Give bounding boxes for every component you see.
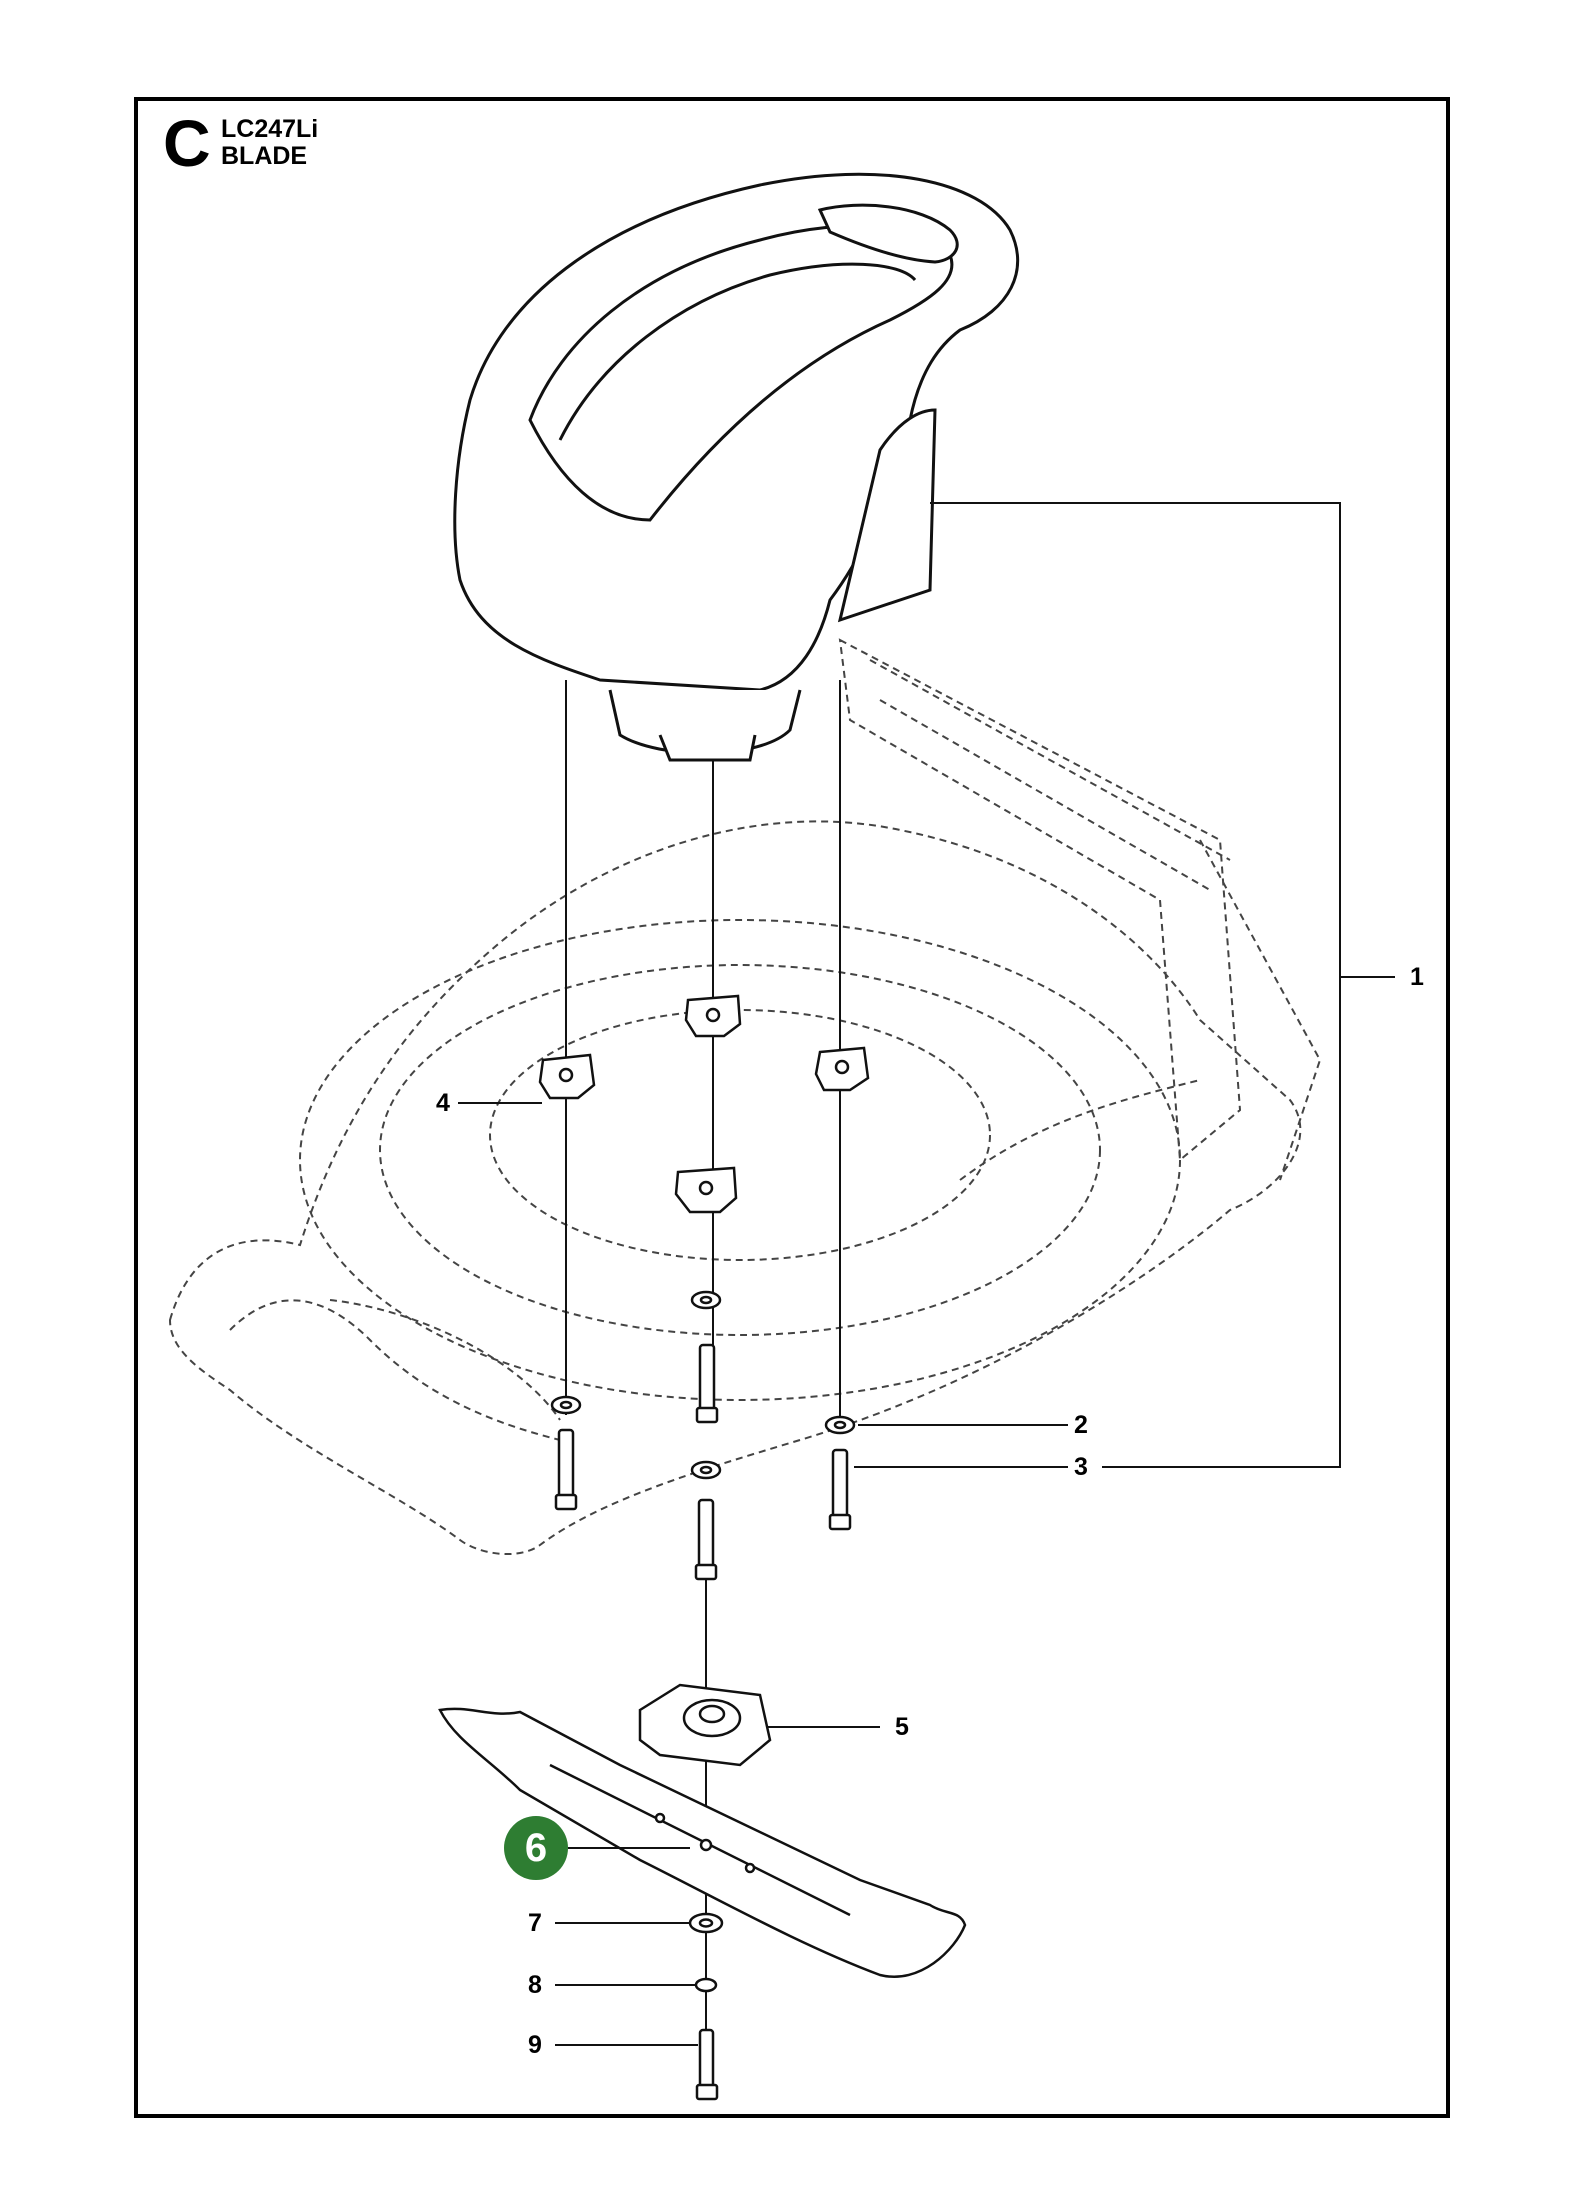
callout-7: 7	[528, 1909, 542, 1937]
fasteners	[550, 1290, 856, 1581]
motor-housing	[453, 172, 1020, 762]
callout-6-highlighted: 6	[504, 1816, 568, 1880]
callout-3: 3	[1074, 1453, 1088, 1481]
blade-fasteners	[688, 1912, 724, 2101]
callout-4: 4	[436, 1089, 450, 1117]
rotary-blade	[438, 1707, 967, 1978]
callout-1: 1	[1410, 963, 1424, 991]
callout-8: 8	[528, 1971, 542, 1999]
mower-deck-outline	[168, 638, 1322, 1556]
callout-9: 9	[528, 2031, 542, 2059]
leader-lines	[458, 502, 1395, 2046]
blade-adapter	[638, 1683, 772, 1767]
deck-mounts	[538, 994, 870, 1214]
callout-5: 5	[895, 1713, 909, 1741]
section-letter: C	[163, 106, 211, 180]
callout-2: 2	[1074, 1411, 1088, 1439]
diagram-frame	[134, 97, 1450, 2118]
section-title: BLADE	[221, 142, 308, 170]
model-name: LC247Li	[221, 115, 319, 143]
